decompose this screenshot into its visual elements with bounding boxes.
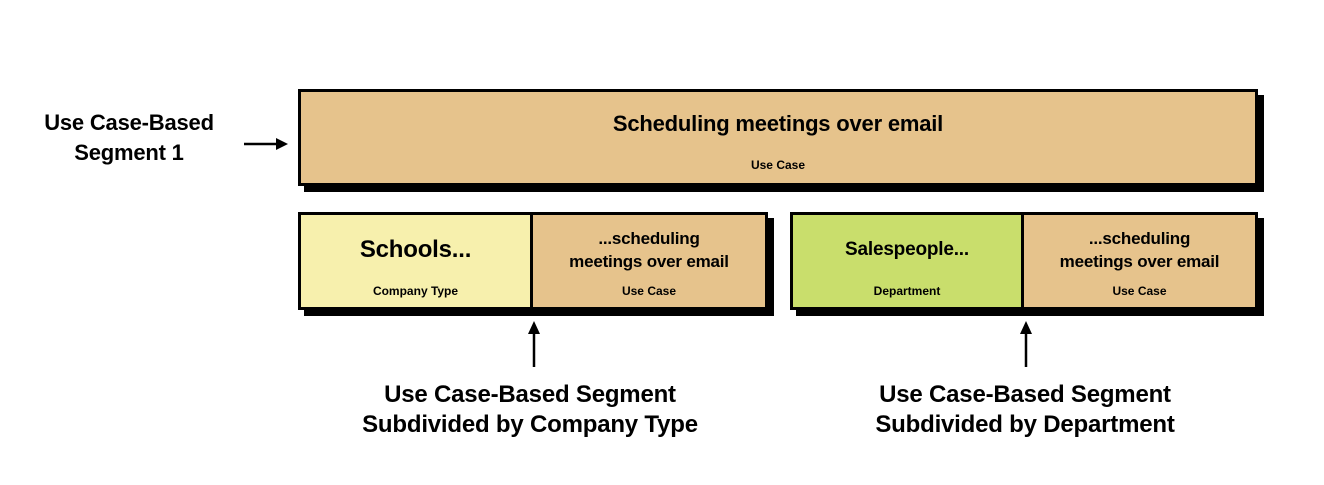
left-use-case-box-title: ...scheduling meetings over email — [569, 227, 729, 273]
left-use-case-title-line2: meetings over email — [569, 251, 729, 271]
salespeople-box: Salespeople... Department — [793, 215, 1024, 307]
left-use-case-box: ...scheduling meetings over email Use Ca… — [533, 215, 765, 307]
schools-box: Schools... Company Type — [301, 215, 533, 307]
schools-box-subtitle: Company Type — [372, 284, 459, 298]
segment-1-label-line1: Use Case-Based — [44, 110, 214, 135]
use-case-segment-box-title: Scheduling meetings over email — [612, 111, 944, 136]
left-use-case-box-title-wrap: ...scheduling meetings over email — [569, 215, 729, 284]
right-use-case-title-line2: meetings over email — [1059, 251, 1220, 271]
department-caption-line1: Use Case-Based Segment — [879, 381, 1171, 408]
right-use-case-box-subtitle: Use Case — [1112, 284, 1167, 298]
department-caption-line2: Subdivided by Department — [875, 411, 1175, 438]
right-use-case-box-title-wrap: ...scheduling meetings over email — [1060, 215, 1220, 284]
company-type-caption-line1: Use Case-Based Segment — [384, 381, 676, 408]
arrow-up-icon — [528, 321, 540, 367]
salespeople-box-title-wrap: Salespeople... — [845, 215, 969, 284]
schools-box-title-wrap: Schools... — [359, 215, 472, 284]
salespeople-box-subtitle: Department — [873, 284, 941, 298]
arrow-up-icon — [1020, 321, 1032, 367]
department-pair: Salespeople... Department ...scheduling … — [790, 212, 1258, 310]
salespeople-box-title: Salespeople... — [845, 238, 969, 260]
left-use-case-box-subtitle: Use Case — [621, 284, 677, 298]
segment-1-label-line2: Segment 1 — [74, 140, 184, 165]
schools-box-title: Schools... — [359, 235, 472, 263]
use-case-segment-box: Scheduling meetings over email Use Case — [298, 89, 1258, 186]
arrow-right-icon — [244, 138, 288, 150]
right-use-case-box-title: ...scheduling meetings over email — [1060, 227, 1220, 273]
department-caption: Use Case-Based Segment Subdivided by Dep… — [815, 380, 1235, 440]
company-type-pair: Schools... Company Type ...scheduling me… — [298, 212, 768, 310]
right-use-case-title-line1: ...scheduling — [1088, 228, 1191, 248]
use-case-segment-box-subtitle: Use Case — [750, 158, 806, 172]
company-type-caption-line2: Subdivided by Company Type — [362, 411, 698, 438]
company-type-caption: Use Case-Based Segment Subdivided by Com… — [320, 380, 740, 440]
left-use-case-title-line1: ...scheduling — [598, 228, 700, 248]
right-use-case-box: ...scheduling meetings over email Use Ca… — [1024, 215, 1255, 307]
segment-1-label: Use Case-Based Segment 1 — [18, 108, 240, 168]
